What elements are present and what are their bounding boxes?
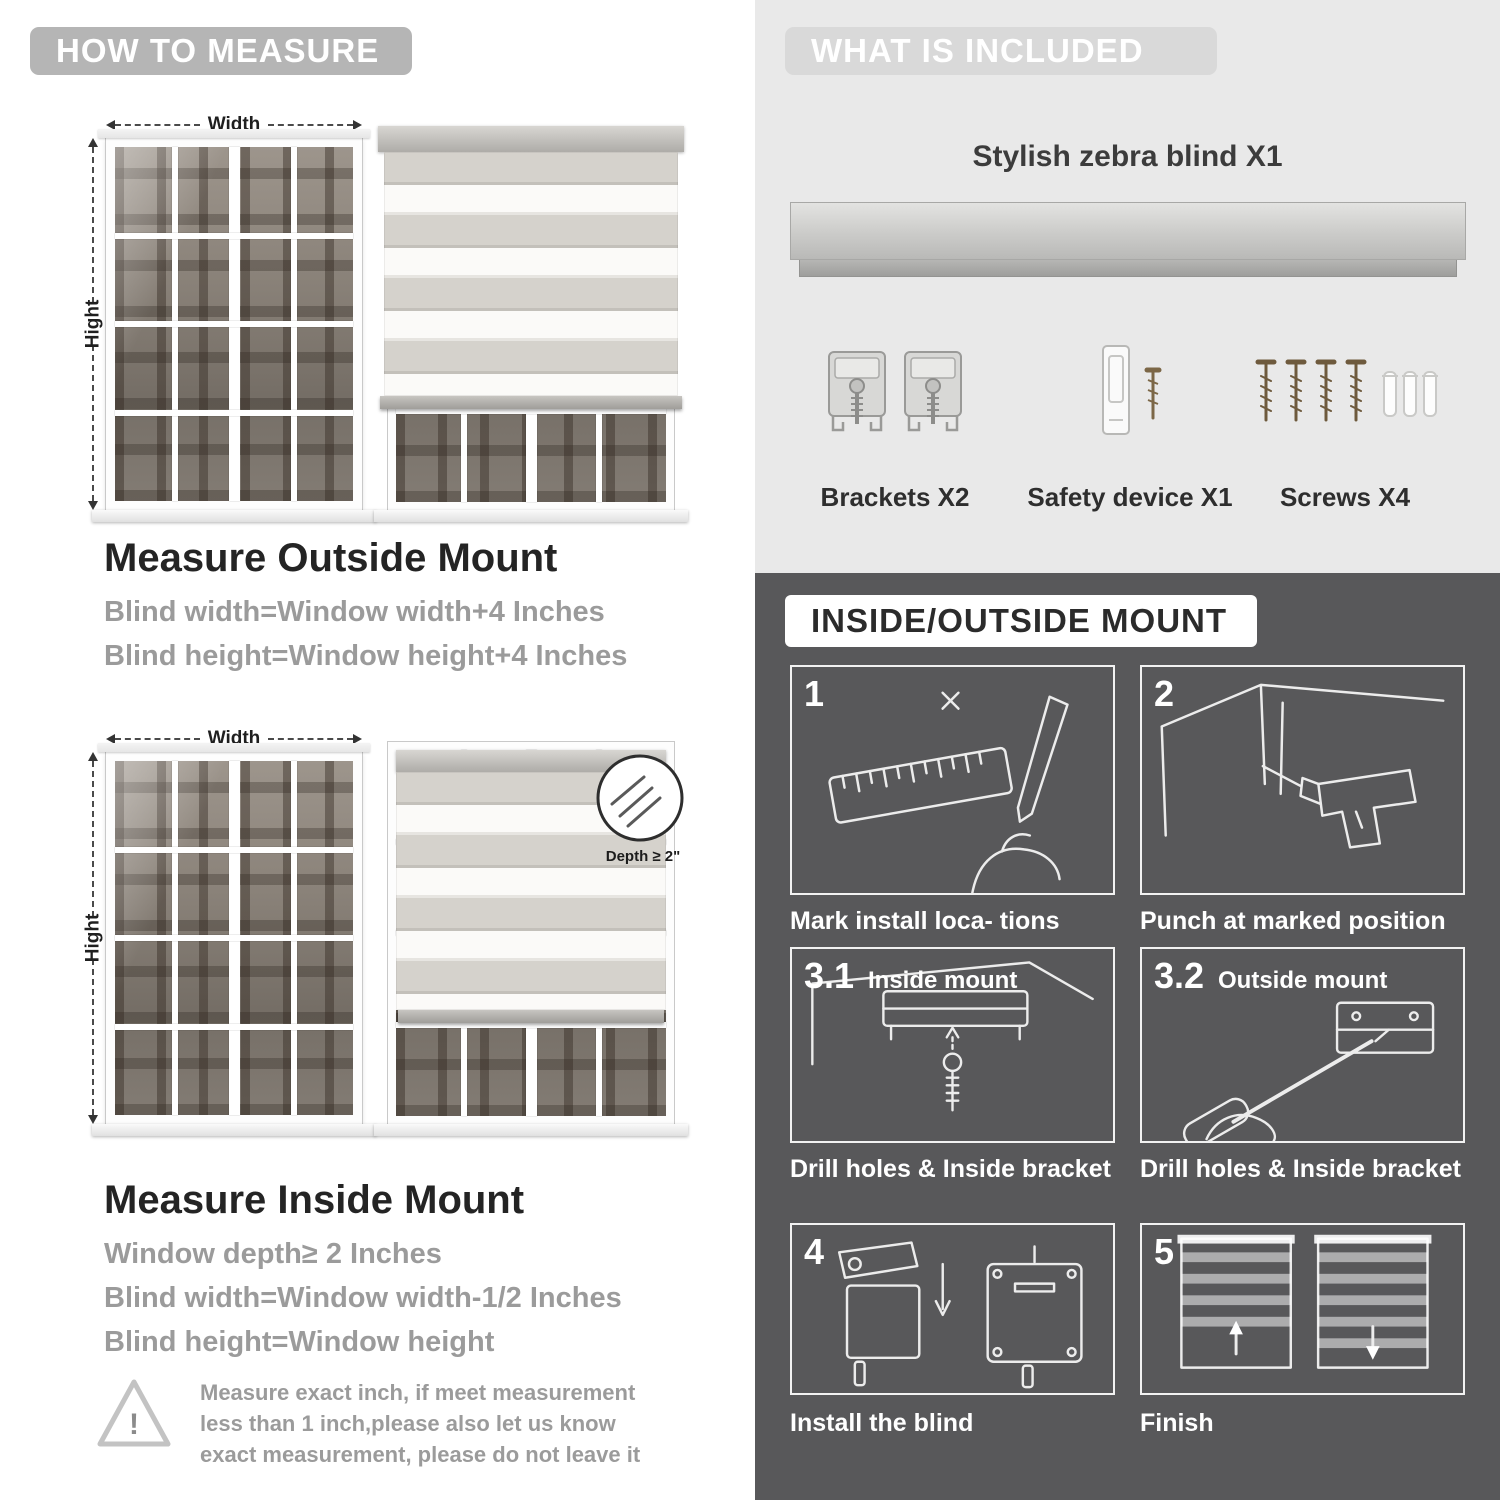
- step-1-illustration: [828, 691, 1069, 893]
- arrow-down-icon: [88, 1115, 98, 1124]
- blind-fabric: [384, 152, 678, 396]
- outside-mount-line-1: Blind width=Window width+4 Inches: [104, 596, 605, 628]
- step-number: 3.1: [804, 955, 855, 996]
- outside-mount-label: Outside mount: [1218, 967, 1388, 994]
- blind-bottom-rail: [398, 1010, 664, 1023]
- zebra-blind-overlay: [396, 750, 666, 1023]
- window-glass: [115, 147, 353, 501]
- step-3-2-caption: Drill holes & Inside bracket: [1140, 1155, 1461, 1183]
- inside-mount-line-1: Window depth≥ 2 Inches: [104, 1238, 442, 1270]
- screws-icon: [1250, 352, 1440, 437]
- depth-label: Depth ≥ 2": [605, 848, 681, 865]
- step-panel-5: 5: [1140, 1223, 1465, 1395]
- blind-cassette: [378, 126, 684, 152]
- step-5-caption: Finish: [1140, 1409, 1214, 1437]
- step-5-illustration: [1177, 1234, 1432, 1369]
- window-illustration-inside: Width Hight: [80, 726, 376, 1136]
- brackets-label: Brackets X2: [820, 482, 970, 512]
- blind-bottom-rail: [380, 396, 682, 409]
- outside-mount-line-2: Blind height=Window height+4 Inches: [104, 640, 628, 672]
- bracket-icon: [828, 351, 886, 432]
- mount-section-header: INSIDE/OUTSIDE MOUNT: [785, 595, 1257, 647]
- arrow-right-icon: [353, 734, 362, 744]
- step-2-illustration: [1160, 683, 1445, 849]
- window-glass: [115, 761, 353, 1115]
- inside-mount-label: Inside mount: [868, 967, 1018, 994]
- arrow-left-icon: [106, 120, 115, 130]
- step-panel-3-2: 3.2 Outside mount: [1140, 947, 1465, 1143]
- arrow-left-icon: [106, 734, 115, 744]
- window-frame: [92, 743, 376, 1136]
- zebra-blind-headrail-image: [790, 202, 1466, 277]
- warning-triangle-icon: !: [97, 1379, 171, 1447]
- inside-mount-line-2: Blind width=Window width-1/2 Inches: [104, 1282, 622, 1314]
- window-illustration-outside: Width Hight: [80, 112, 376, 522]
- step-panel-3-1: 3.1 Inside mount: [790, 947, 1115, 1143]
- window-sill: [92, 510, 376, 522]
- step-4-caption: Install the blind: [790, 1409, 974, 1437]
- step-1-caption: Mark install loca- tions: [790, 907, 1060, 935]
- inside-mount-figure: Width Hight: [62, 726, 702, 1158]
- warning-text: Measure exact inch, if meet measurement …: [200, 1380, 641, 1467]
- step-panel-4: 4: [790, 1223, 1115, 1395]
- screws-label: Screws X4: [1279, 482, 1411, 512]
- warning-mark: !: [129, 1408, 139, 1441]
- step-number: 3.2: [1154, 955, 1205, 996]
- step-panel-2: 2: [1140, 665, 1465, 895]
- window-frame: [92, 129, 376, 522]
- measurement-warning: ! Measure exact inch, if meet measuremen…: [94, 1376, 674, 1470]
- mount-instructions-section: INSIDE/OUTSIDE MOUNT 1: [755, 573, 1500, 1500]
- step-number: 2: [1154, 673, 1175, 714]
- what-is-included-section: WHAT IS INCLUDED Stylish zebra blind X1: [755, 0, 1500, 573]
- arrow-right-icon: [353, 120, 362, 130]
- step-panel-1: 1: [790, 665, 1115, 895]
- step-3-1-illustration: [811, 961, 1094, 1112]
- safety-device-label: Safety device X1: [1027, 482, 1233, 512]
- step-number: 4: [804, 1231, 825, 1272]
- arrow-up-icon: [88, 752, 98, 761]
- zebra-blind-illustration-inside: [374, 742, 688, 1136]
- zebra-blind-overlay: [378, 126, 684, 409]
- inside-mount-heading: Measure Inside Mount: [104, 1178, 525, 1222]
- height-dimension-arrow: Hight: [80, 752, 106, 1124]
- step-2-caption: Punch at marked position: [1140, 907, 1446, 935]
- zebra-blind-item-label: Stylish zebra blind X1: [972, 140, 1283, 173]
- step-3-2-illustration: [1182, 1001, 1435, 1141]
- window-sill: [92, 1124, 376, 1136]
- how-to-measure-header: HOW TO MEASURE: [30, 27, 412, 75]
- height-dimension-arrow: Hight: [80, 138, 106, 510]
- zebra-blind-illustration-outside: [374, 126, 688, 522]
- arrow-up-icon: [88, 138, 98, 147]
- step-3-1-caption: Drill holes & Inside bracket: [790, 1155, 1111, 1183]
- step-number: 5: [1154, 1231, 1175, 1272]
- frame-corner-detail-icon: [596, 754, 684, 842]
- outside-mount-figure: Width Hight: [62, 112, 688, 522]
- blind-cassette: [396, 750, 666, 772]
- safety-device-icon: [1075, 342, 1185, 442]
- inside-mount-line-3: Blind height=Window height: [104, 1326, 495, 1358]
- what-is-included-header: WHAT IS INCLUDED: [785, 27, 1217, 75]
- arrow-down-icon: [88, 501, 98, 510]
- brackets-icon: [825, 346, 965, 438]
- step-4-illustration: [837, 1241, 1083, 1389]
- outside-mount-heading: Measure Outside Mount: [104, 536, 558, 580]
- depth-detail-magnifier: [594, 752, 686, 844]
- step-number: 1: [804, 673, 825, 714]
- bracket-icon: [904, 351, 962, 432]
